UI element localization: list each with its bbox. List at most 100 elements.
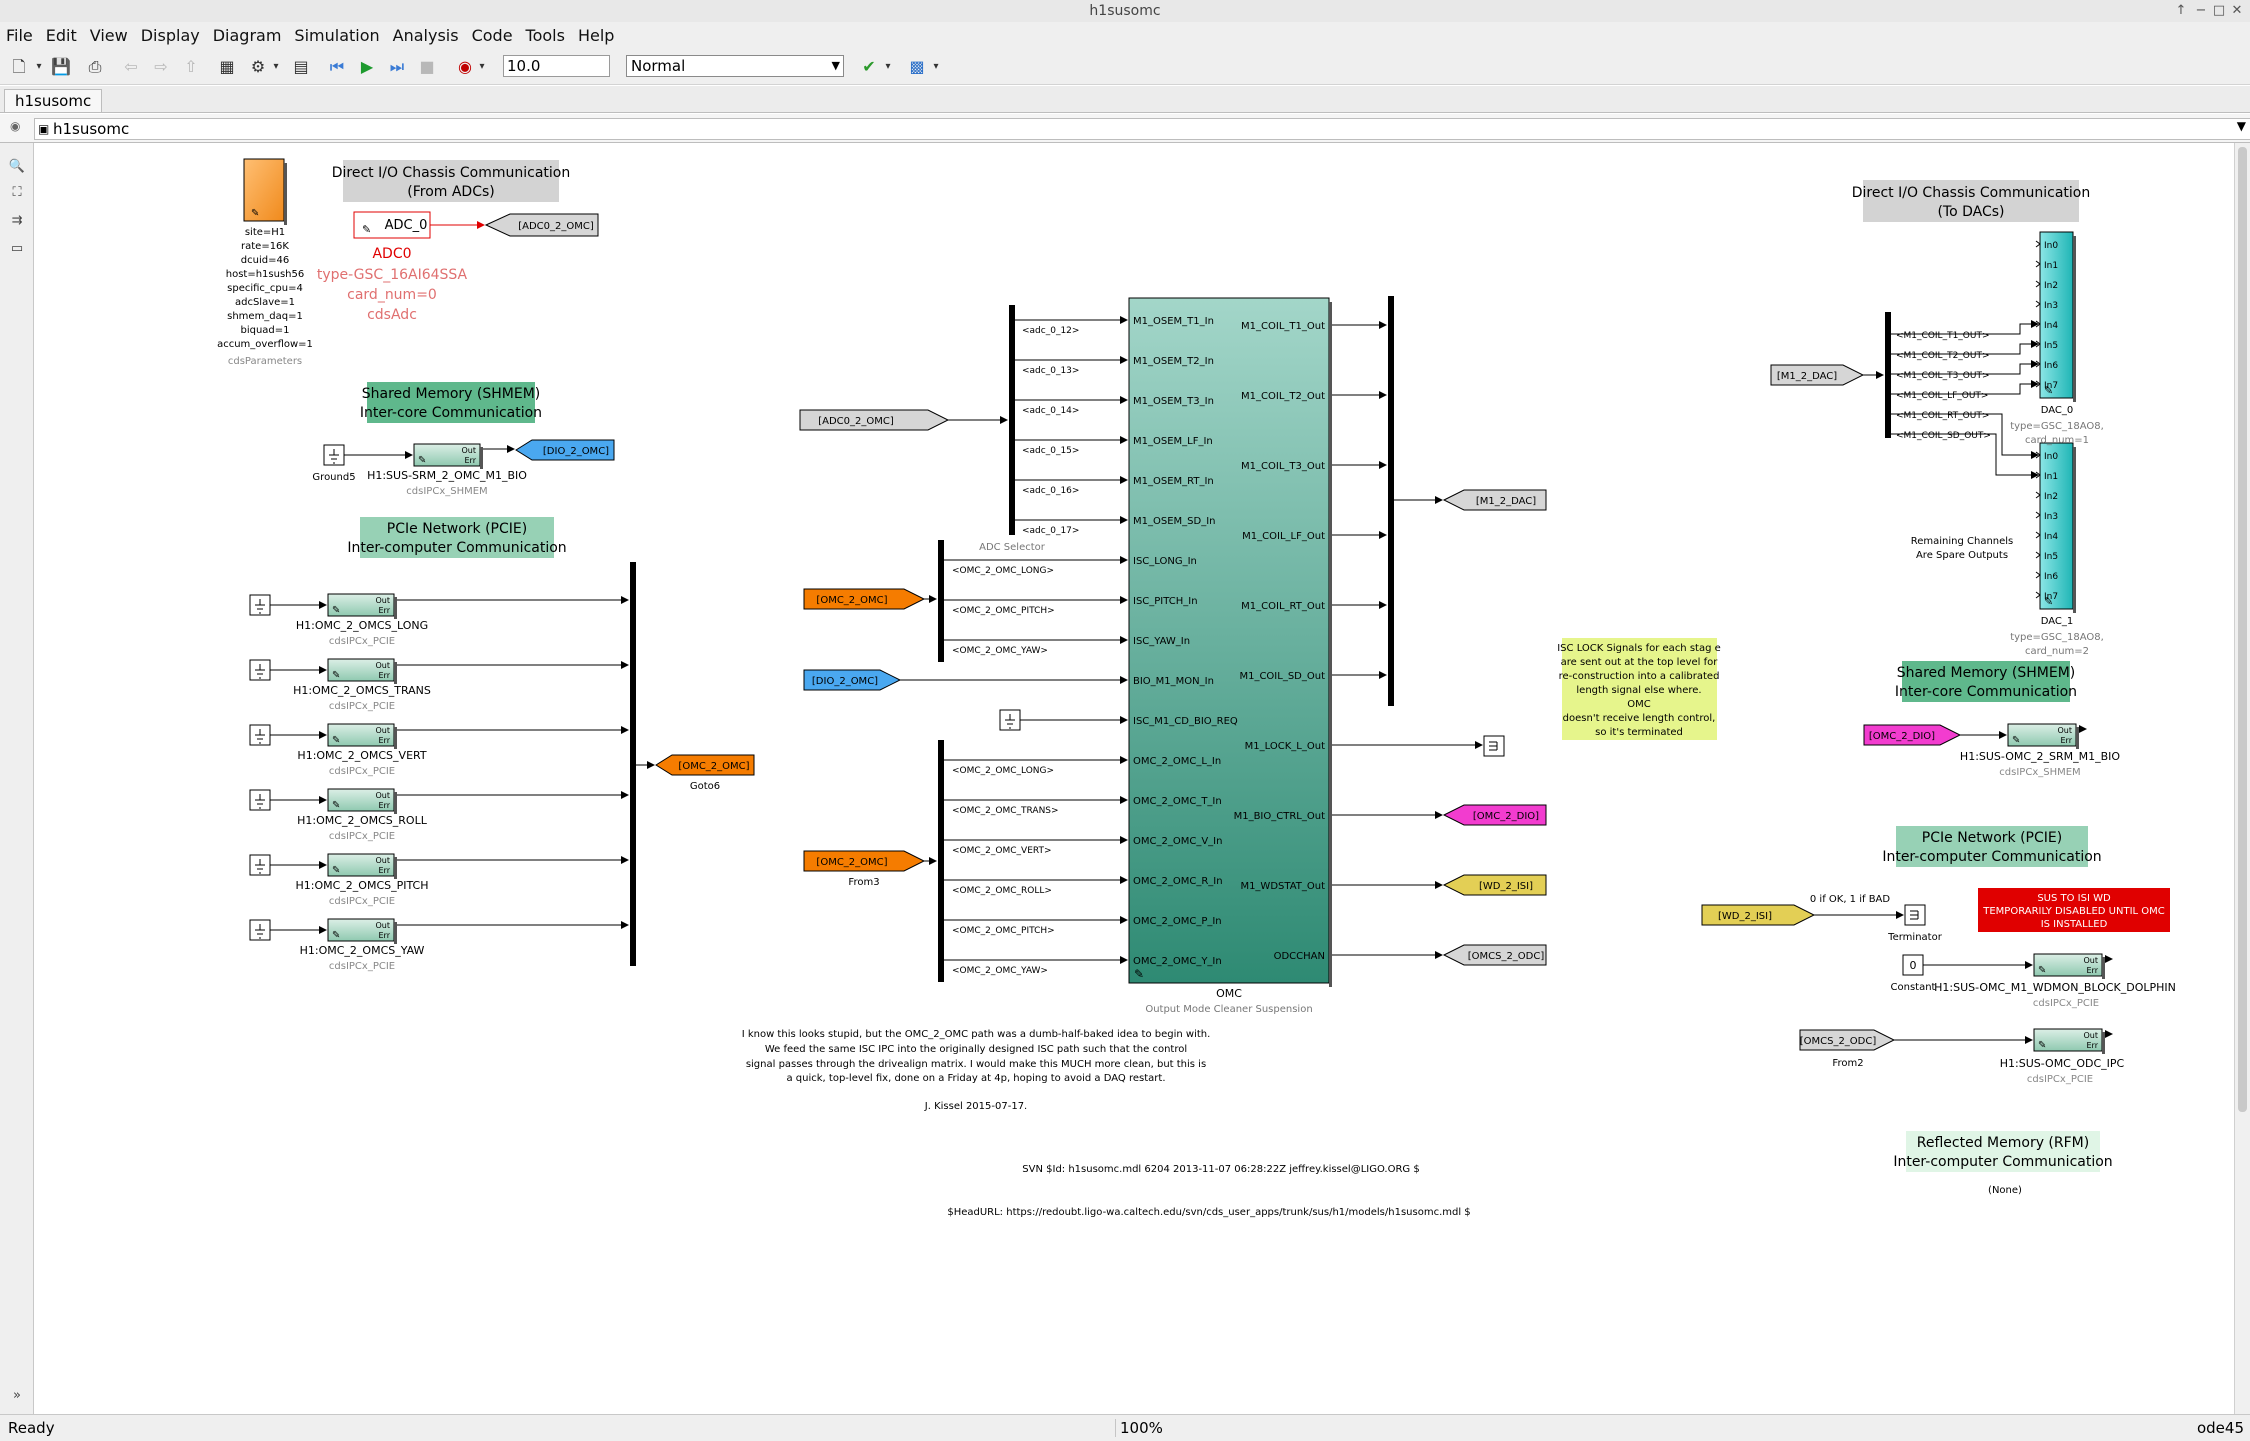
dac0-block[interactable]: ✎ — [2039, 231, 2076, 402]
svg-text:✎: ✎ — [332, 800, 340, 811]
dac-signal-label: <M1_COIL_T3_OUT> — [1896, 371, 1990, 381]
adc0-label: ADC_0 — [385, 218, 428, 233]
menu-file[interactable]: File — [6, 26, 33, 45]
model-settings-icon[interactable]: ⚙ — [250, 57, 266, 76]
odc-ipc-block[interactable]: ✎ Out Err — [2033, 1028, 2105, 1054]
demux-bus-right[interactable] — [1388, 296, 1394, 706]
from3-tag[interactable]: [OMC_2_OMC] — [803, 850, 926, 872]
fit-view-icon[interactable]: ⛶ — [12, 185, 22, 200]
menu-help[interactable]: Help — [577, 26, 615, 45]
constant-block[interactable]: 0 — [1902, 954, 1924, 976]
new-model-icon[interactable]: 🗋 — [12, 57, 26, 76]
isc-bus[interactable] — [938, 540, 944, 662]
tab-h1susomc[interactable]: h1susomc — [4, 89, 103, 112]
wdmon-block[interactable]: ✎ Out Err — [2033, 953, 2105, 979]
from-dio-tag[interactable]: [DIO_2_OMC] — [803, 669, 902, 691]
shmem-srm-block[interactable]: ✎ Out Err — [413, 443, 483, 469]
forward-icon[interactable]: ⇨ — [154, 57, 168, 76]
svg-text:[OMC_2_OMC]: [OMC_2_OMC] — [816, 857, 887, 868]
run-icon[interactable]: ▶ — [360, 57, 374, 76]
scrollbar-thumb[interactable] — [2238, 147, 2247, 1112]
dac1-block[interactable]: ✎ — [2039, 442, 2076, 613]
step-forward-icon[interactable]: ⏭ — [389, 57, 405, 76]
goto-omcs-odc-tag[interactable]: [OMCS_2_ODC] — [1442, 944, 1547, 966]
goto-m1-dac-tag[interactable]: [M1_2_DAC] — [1442, 489, 1547, 511]
menu-analysis[interactable]: Analysis — [392, 26, 459, 45]
annotation-icon[interactable]: ▭ — [10, 241, 24, 256]
omc-bus[interactable] — [938, 740, 944, 982]
build-dropdown-icon[interactable]: ▾ — [933, 61, 939, 72]
terminator-lock-block[interactable] — [1483, 735, 1505, 757]
new-dropdown-icon[interactable]: ▾ — [36, 61, 42, 72]
terminator-wd-block[interactable] — [1904, 904, 1926, 926]
pcie-block-kind: cdsIPCx_PCIE — [329, 961, 395, 972]
from-omc-dio-tag[interactable]: [OMC_2_DIO] — [1863, 724, 1962, 746]
minimize-icon[interactable]: − — [2195, 3, 2207, 18]
pcie-block-name: H1:OMC_2_OMCS_TRANS — [293, 684, 431, 697]
expand-palette-icon[interactable]: » — [13, 1388, 21, 1403]
shmem-omc-srm-block[interactable]: ✎ Out Err — [2007, 723, 2079, 749]
goto-wd-isi-tag[interactable]: [WD_2_ISI] — [1442, 874, 1547, 896]
zoom-icon[interactable]: 🔍 — [8, 159, 26, 174]
menu-tools[interactable]: Tools — [525, 26, 565, 45]
maximize-icon[interactable]: □ — [2212, 3, 2226, 18]
menu-view[interactable]: View — [89, 26, 128, 45]
model-explorer-icon[interactable]: ▤ — [293, 57, 309, 76]
cds-parameters-block[interactable]: ✎ — [243, 158, 287, 225]
menu-display[interactable]: Display — [140, 26, 200, 45]
goto-adc0-tag[interactable]: [ADC0_2_OMC] — [484, 213, 599, 237]
model-advisor-icon[interactable]: ✔ — [862, 57, 876, 76]
menu-edit[interactable]: Edit — [45, 26, 77, 45]
model-path[interactable]: ▣h1susomc — [34, 118, 2250, 140]
path-dropdown-icon[interactable]: ▼ — [2236, 119, 2246, 133]
pin-icon[interactable]: ↑ — [2175, 3, 2187, 18]
step-back-icon[interactable]: ⏮ — [329, 57, 345, 76]
from-wd-isi-tag[interactable]: [WD_2_ISI] — [1701, 904, 1816, 926]
stop-time-input[interactable]: 10.0 — [503, 55, 610, 77]
close-icon[interactable]: ✕ — [2231, 3, 2243, 18]
simulation-mode-select[interactable]: Normal▼ — [626, 55, 844, 77]
library-browser-icon[interactable]: ▦ — [219, 57, 235, 76]
goto6-tag[interactable]: [OMC_2_OMC] — [655, 754, 755, 776]
goto-dio-tag[interactable]: [DIO_2_OMC] — [515, 439, 615, 461]
menu-code[interactable]: Code — [471, 26, 513, 45]
settings-dropdown-icon[interactable]: ▾ — [273, 61, 279, 72]
from-isc-tag[interactable]: [OMC_2_OMC] — [803, 588, 926, 610]
from-adc0-tag[interactable]: [ADC0_2_OMC] — [799, 409, 950, 431]
ground-bio-req-block[interactable] — [999, 709, 1021, 731]
adc0-block[interactable]: ✎ ADC_0 — [353, 211, 431, 239]
from-m1-dac-tag[interactable]: [M1_2_DAC] — [1770, 364, 1865, 386]
dac-demux-bus[interactable] — [1885, 312, 1891, 438]
arrow-icon[interactable]: ⇉ — [11, 213, 23, 228]
svg-text:Err: Err — [379, 671, 391, 680]
advisor-dropdown-icon[interactable]: ▾ — [885, 61, 891, 72]
omc-subsystem-block[interactable]: ✎ — [1128, 297, 1332, 987]
block-diagram[interactable]: ✎ site=H1 rate=16K dcuid=46 host=h1sush5… — [34, 143, 2234, 1414]
param-line: biquad=1 — [240, 325, 289, 336]
from2-tag[interactable]: [OMCS_2_ODC] — [1799, 1029, 1896, 1051]
goto-omc-dio-tag[interactable]: [OMC_2_DIO] — [1442, 804, 1547, 826]
record-icon[interactable]: ◉ — [458, 57, 472, 76]
up-icon[interactable]: ⇧ — [184, 57, 198, 76]
menu-simulation[interactable]: Simulation — [294, 26, 380, 45]
hide-browser-icon[interactable]: ◉ — [10, 119, 21, 133]
print-icon[interactable]: ⎙ — [88, 57, 102, 76]
stop-icon[interactable]: ■ — [419, 57, 435, 76]
save-icon[interactable]: 💾 — [51, 57, 71, 76]
build-icon[interactable]: ▩ — [909, 57, 925, 76]
menu-diagram[interactable]: Diagram — [212, 26, 282, 45]
record-dropdown-icon[interactable]: ▾ — [479, 61, 485, 72]
mux-bus-left[interactable] — [630, 562, 636, 966]
vertical-scrollbar[interactable] — [2234, 143, 2250, 1414]
ground5-block[interactable] — [323, 444, 345, 466]
adc-selector-bus[interactable] — [1009, 305, 1015, 535]
back-icon[interactable]: ⇦ — [124, 57, 138, 76]
svg-text:[M1_2_DAC]: [M1_2_DAC] — [1777, 371, 1837, 382]
model-canvas[interactable]: ✎ site=H1 rate=16K dcuid=46 host=h1sush5… — [34, 143, 2234, 1414]
